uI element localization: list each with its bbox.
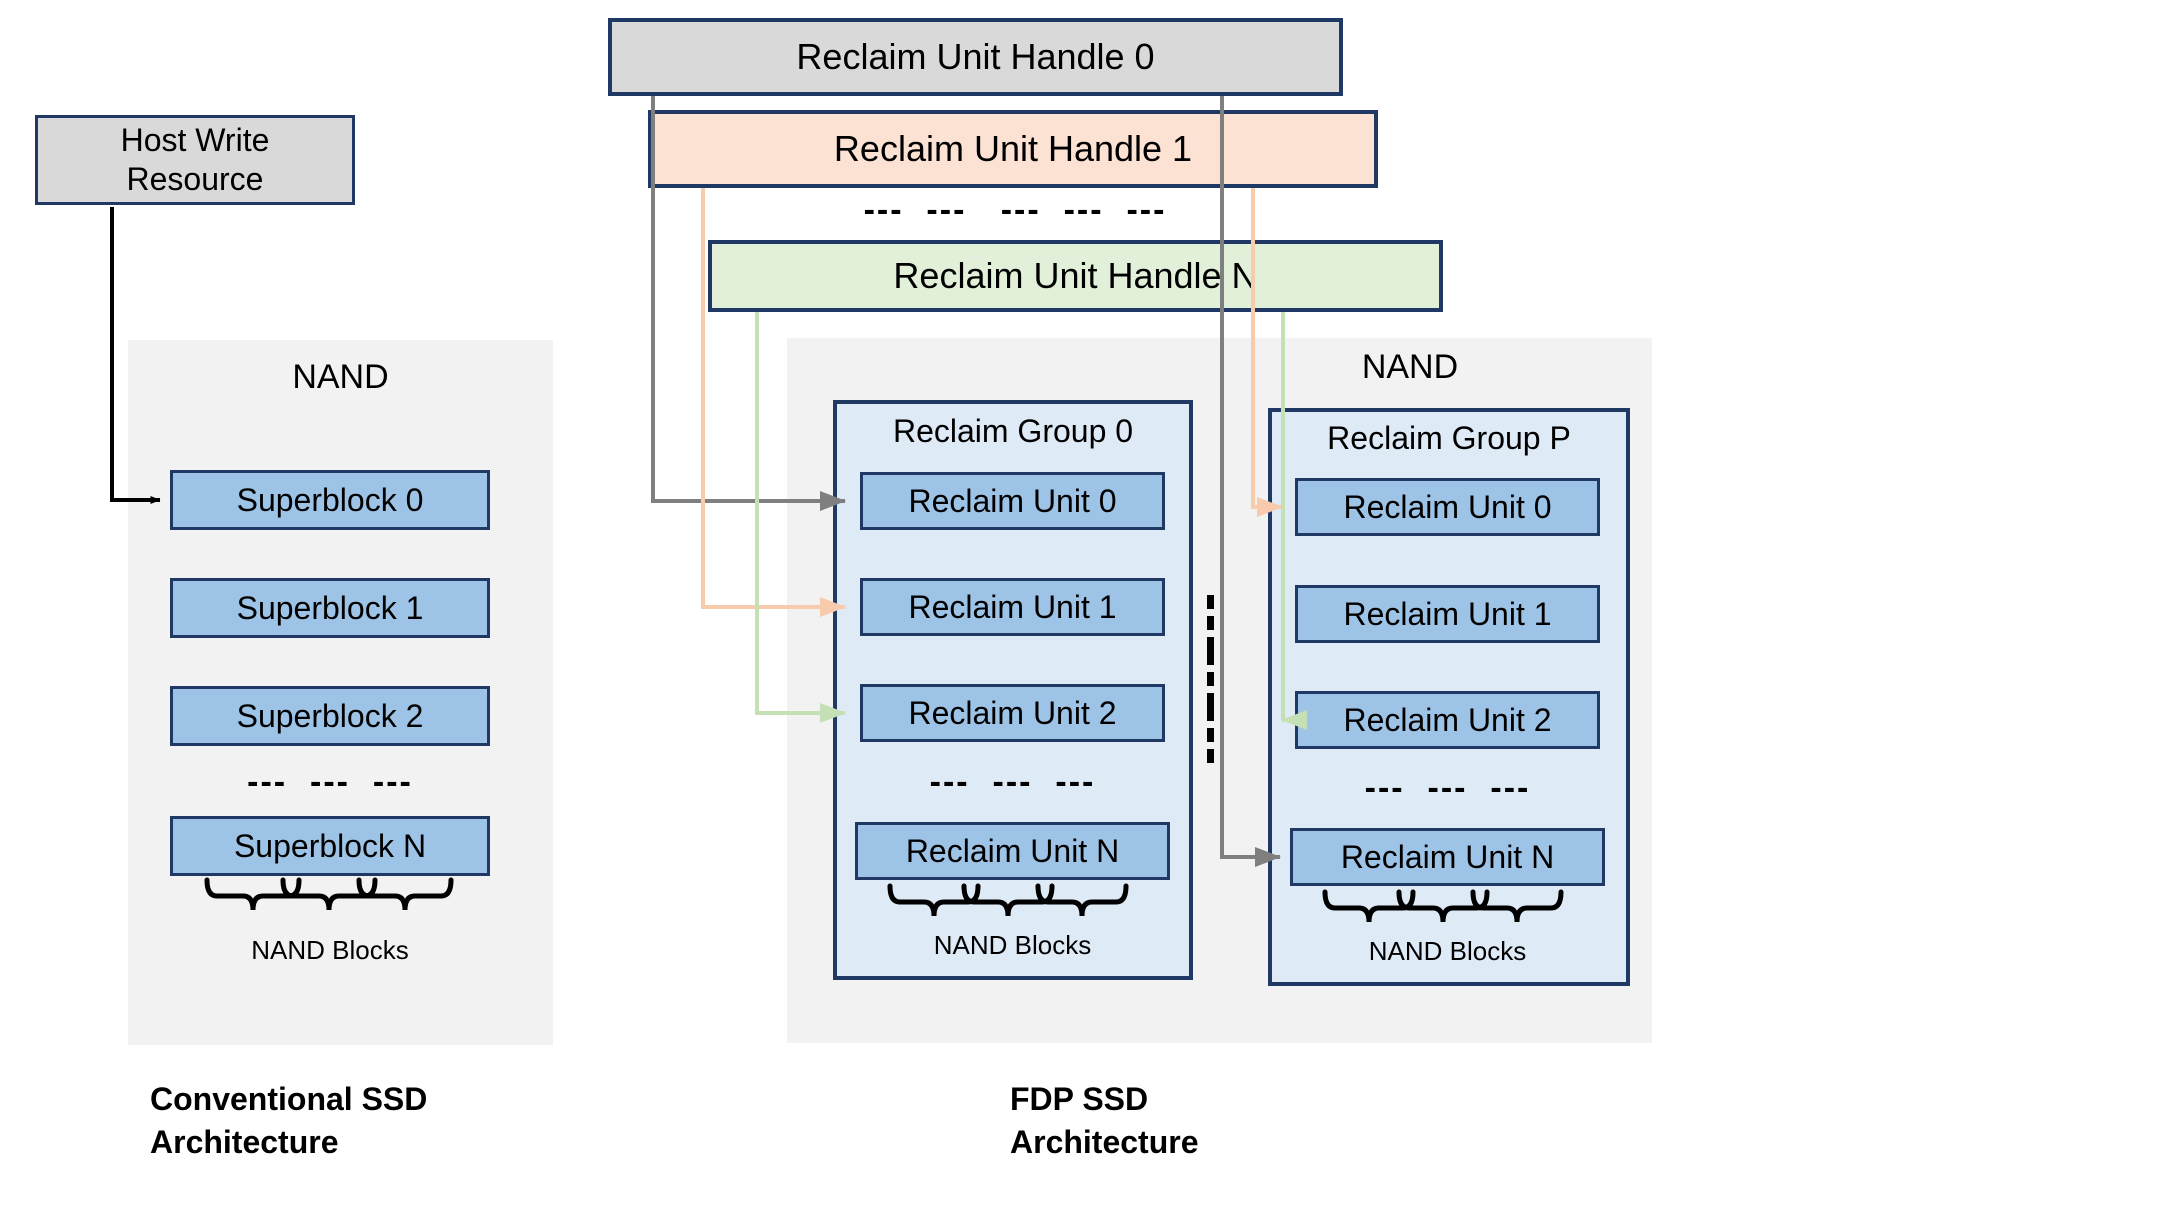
reclaim-unit-handle-1-label: Reclaim Unit Handle 1 xyxy=(833,128,1193,169)
reclaim-group-p-unit-n-label: Reclaim Unit N xyxy=(1340,838,1555,875)
reclaim-group-0-unit-2-label: Reclaim Unit 2 xyxy=(908,694,1117,731)
superblock-2-label: Superblock 2 xyxy=(236,697,424,734)
vdots-group-3 xyxy=(1206,707,1214,763)
reclaim-group-p-unit-2-box: Reclaim Unit 2 xyxy=(1295,691,1600,749)
reclaim-unit-handle-n-box: Reclaim Unit Handle N xyxy=(708,240,1443,312)
reclaim-group-0-unit-2-box: Reclaim Unit 2 xyxy=(860,684,1165,742)
reclaim-group-0-unit-n-box: Reclaim Unit N xyxy=(855,822,1170,880)
reclaim-unit-handle-1-box: Reclaim Unit Handle 1 xyxy=(648,110,1378,188)
host-write-resource-box: Host Write Resource xyxy=(35,115,355,205)
reclaim-group-0-nand-blocks-label: NAND Blocks xyxy=(933,930,1092,960)
reclaim-group-0-unit-n-label: Reclaim Unit N xyxy=(905,832,1120,869)
reclaim-unit-handle-0-box: Reclaim Unit Handle 0 xyxy=(608,18,1343,96)
reclaim-group-0-dash-row: --- --- --- xyxy=(929,762,1096,801)
superblock-1-label: Superblock 1 xyxy=(236,589,424,626)
reclaim-unit-handle-0-label: Reclaim Unit Handle 0 xyxy=(796,36,1155,77)
superblock-2-box: Superblock 2 xyxy=(170,686,490,746)
superblock-1-box: Superblock 1 xyxy=(170,578,490,638)
reclaim-group-p-unit-0-label: Reclaim Unit 0 xyxy=(1343,488,1552,525)
right-nand-label: NAND xyxy=(1361,348,1459,386)
vdots-group-1 xyxy=(1206,595,1214,651)
left-nand-label: NAND xyxy=(292,358,389,396)
left-dash-row: --- --- --- xyxy=(247,762,413,801)
groups-vertical-ellipsis xyxy=(1205,595,1215,763)
vdots-group-2 xyxy=(1206,651,1214,707)
reclaim-unit-handle-n-label: Reclaim Unit Handle N xyxy=(893,255,1258,296)
handle-dash-row: --- --- --- --- --- xyxy=(863,190,1167,229)
reclaim-group-p-nand-blocks-label: NAND Blocks xyxy=(1368,936,1527,966)
reclaim-group-0-unit-1-label: Reclaim Unit 1 xyxy=(908,588,1117,625)
right-caption: FDP SSD Architecture xyxy=(1010,1081,1199,1160)
left-caption: Conventional SSD Architecture xyxy=(150,1081,428,1160)
host-write-resource-label: Host Write Resource xyxy=(120,121,270,197)
reclaim-group-p-dash-row: --- --- --- xyxy=(1364,768,1531,807)
reclaim-group-0-title: Reclaim Group 0 xyxy=(892,413,1134,449)
reclaim-group-0-unit-0-label: Reclaim Unit 0 xyxy=(908,482,1117,519)
reclaim-group-p-unit-n-box: Reclaim Unit N xyxy=(1290,828,1605,886)
reclaim-group-p-title: Reclaim Group P xyxy=(1327,420,1571,456)
superblock-0-label: Superblock 0 xyxy=(236,481,424,518)
reclaim-group-p-unit-2-label: Reclaim Unit 2 xyxy=(1343,701,1552,738)
superblock-0-box: Superblock 0 xyxy=(170,470,490,530)
reclaim-group-p-unit-1-label: Reclaim Unit 1 xyxy=(1343,595,1552,632)
left-nand-blocks-label: NAND Blocks xyxy=(251,935,409,965)
reclaim-group-0-unit-0-box: Reclaim Unit 0 xyxy=(860,472,1165,530)
reclaim-group-0-unit-1-box: Reclaim Unit 1 xyxy=(860,578,1165,636)
superblock-n-box: Superblock N xyxy=(170,816,490,876)
superblock-n-label: Superblock N xyxy=(233,827,427,864)
reclaim-group-p-unit-1-box: Reclaim Unit 1 xyxy=(1295,585,1600,643)
reclaim-group-p-unit-0-box: Reclaim Unit 0 xyxy=(1295,478,1600,536)
